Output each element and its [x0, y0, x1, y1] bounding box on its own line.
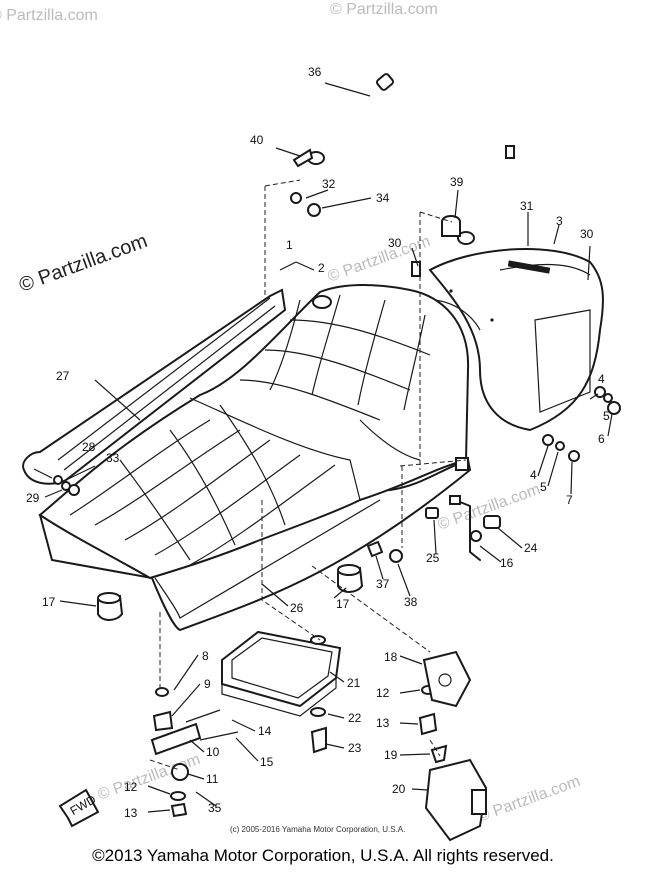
lock-rod: [366, 495, 501, 563]
label-12b: 12: [376, 686, 390, 700]
small-copyright: (c) 2005-2016 Yamaha Motor Corporation, …: [230, 825, 405, 834]
label-23: 23: [348, 741, 362, 755]
front-arrow-badge: FWD: [58, 788, 100, 828]
label-35: 35: [208, 801, 222, 815]
label-9: 9: [204, 677, 211, 691]
storage-tray: [221, 630, 342, 717]
svg-text:© Partzilla.com: © Partzilla.com: [326, 233, 433, 286]
label-37: 37: [376, 577, 390, 591]
label-21: 21: [347, 676, 361, 690]
label-10: 10: [206, 745, 220, 759]
label-4a: 4: [598, 372, 605, 386]
label-15: 15: [260, 755, 274, 769]
label-24: 24: [524, 541, 538, 555]
partzilla-watermark: © Partzilla.com: [16, 230, 150, 297]
seat: [38, 284, 472, 632]
label-28: 28: [82, 440, 96, 454]
label-33: 33: [106, 451, 120, 465]
label-17a: 17: [42, 595, 56, 609]
label-7: 7: [566, 493, 573, 507]
label-31: 31: [520, 199, 534, 213]
label-22: 22: [348, 711, 362, 725]
rear-cowl: [428, 247, 604, 432]
label-11: 11: [206, 772, 219, 786]
label-13b: 13: [376, 716, 390, 730]
label-40: 40: [250, 133, 264, 147]
label-27: 27: [56, 369, 70, 383]
label-17b: 17: [336, 597, 350, 611]
label-30a: 30: [388, 236, 402, 250]
part-labels: 1 2 3 4 4 5 5 6 7 8 9 10 11 12 12 13 13 …: [26, 65, 610, 820]
label-6: 6: [598, 432, 605, 446]
label-34: 34: [376, 191, 390, 205]
svg-text:© Partzilla.com: © Partzilla.com: [476, 773, 583, 826]
hinge-clip: [312, 295, 332, 309]
label-13a: 13: [124, 806, 138, 820]
grab-bar: [307, 30, 530, 245]
label-8: 8: [202, 649, 209, 663]
label-16: 16: [500, 556, 514, 570]
rubber-stops: [97, 564, 364, 621]
label-20: 20: [392, 782, 406, 796]
label-3: 3: [556, 214, 563, 228]
label-38: 38: [404, 595, 418, 609]
label-36: 36: [308, 65, 322, 79]
callout-lines: [33, 82, 613, 813]
label-29: 29: [26, 491, 40, 505]
label-18: 18: [384, 650, 398, 664]
seat-lock: [422, 650, 488, 842]
label-32: 32: [322, 177, 336, 191]
label-25: 25: [426, 551, 440, 565]
label-5a: 5: [603, 409, 610, 423]
label-2: 2: [318, 261, 325, 275]
label-1: 1: [286, 238, 293, 252]
label-12a: 12: [124, 780, 138, 794]
label-14: 14: [258, 724, 272, 738]
label-30b: 30: [580, 227, 594, 241]
svg-text:© Partzilla.com: © Partzilla.com: [0, 7, 98, 24]
label-5b: 5: [540, 480, 547, 494]
label-39: 39: [450, 175, 464, 189]
label-19: 19: [384, 748, 398, 762]
svg-text:© Partzilla.com: © Partzilla.com: [330, 1, 438, 18]
label-4b: 4: [530, 468, 537, 482]
label-26: 26: [290, 601, 304, 615]
footer-copyright: ©2013 Yamaha Motor Corporation, U.S.A. A…: [92, 846, 554, 865]
leader-lines: [149, 179, 467, 771]
